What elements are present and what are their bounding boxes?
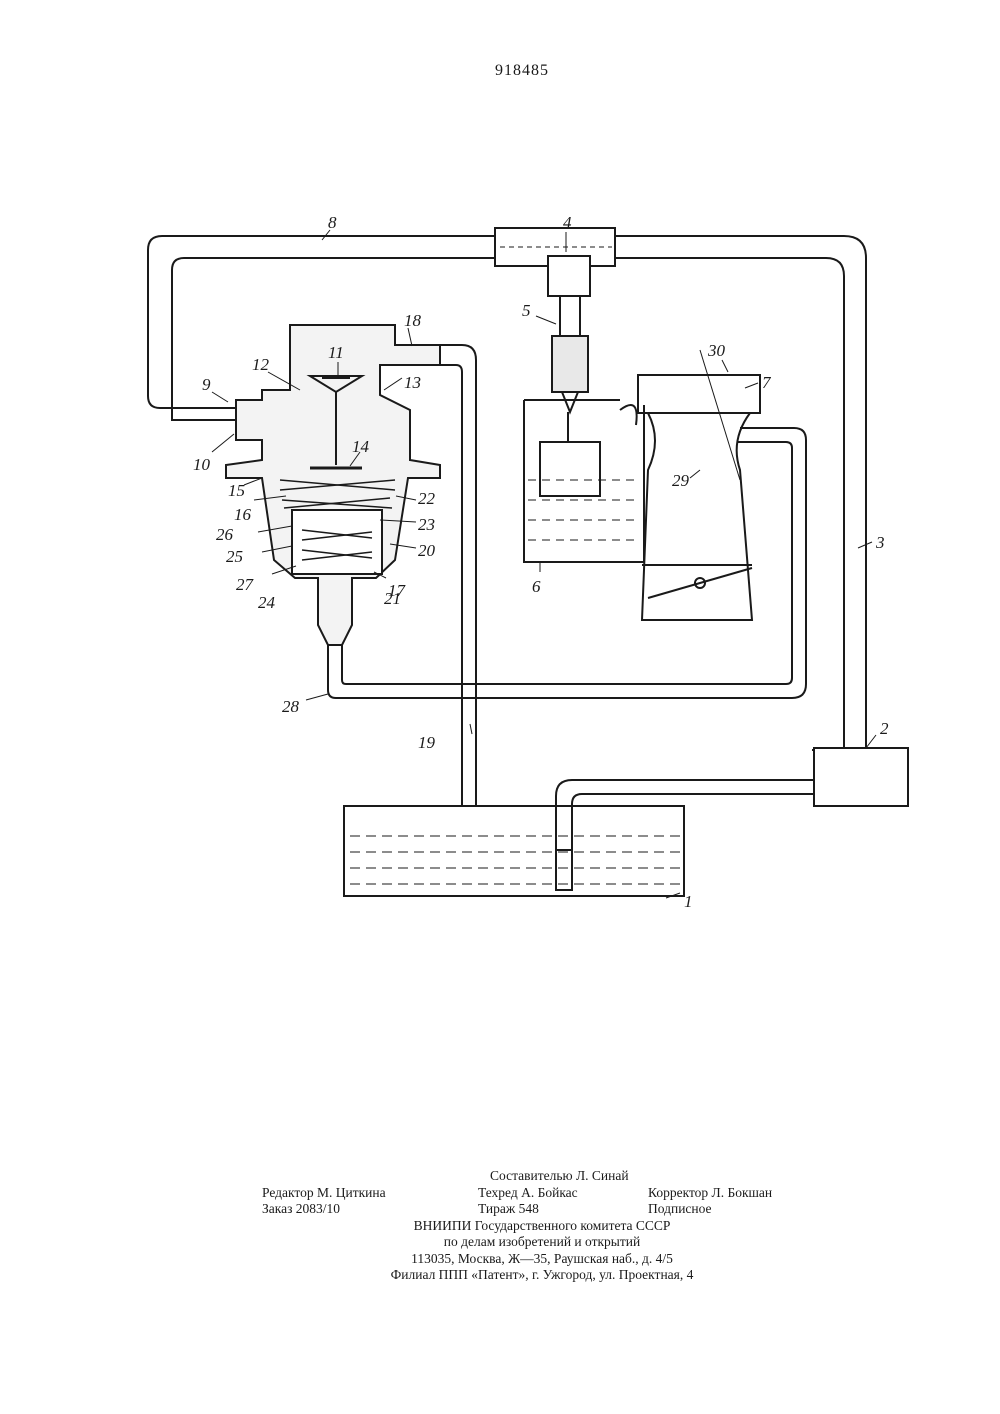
label-1: 1 [684, 892, 693, 911]
label-12: 12 [252, 355, 270, 374]
label-19: 19 [418, 733, 436, 752]
compiler: Составителью Л. Синай [490, 1168, 629, 1185]
label-2: 2 [880, 719, 889, 738]
org-line-2: по делам изобретений и открытий [262, 1234, 822, 1251]
address: 113035, Москва, Ж—35, Раушская наб., д. … [262, 1251, 822, 1268]
tee-connector-4 [495, 228, 615, 296]
order-number: Заказ 2083/10 [262, 1201, 340, 1218]
label-24: 24 [258, 593, 276, 612]
label-4: 4 [563, 213, 572, 232]
proofreader: Корректор Л. Бокшан [648, 1185, 772, 1202]
label-20: 20 [418, 541, 436, 560]
label-14: 14 [352, 437, 370, 456]
carburetor-7 [638, 350, 760, 620]
subscription: Подписное [648, 1201, 712, 1218]
label-29: 29 [672, 471, 690, 490]
circulation: Тираж 548 [478, 1201, 539, 1218]
label-30: 30 [707, 341, 726, 360]
label-21: 21 [384, 589, 401, 608]
label-13: 13 [404, 373, 421, 392]
label-18: 18 [404, 311, 422, 330]
pipe-19 [440, 345, 476, 805]
label-10: 10 [193, 455, 211, 474]
label-5: 5 [522, 301, 531, 320]
tube-5 [552, 296, 588, 412]
label-3: 3 [875, 533, 885, 552]
tech-editor: Техред А. Бойкас [478, 1185, 578, 1202]
label-9: 9 [202, 375, 211, 394]
label-6: 6 [532, 577, 541, 596]
fuel-tank-1 [344, 806, 684, 896]
label-15: 15 [228, 481, 245, 500]
label-26: 26 [216, 525, 234, 544]
label-27: 27 [236, 575, 255, 594]
label-16: 16 [234, 505, 252, 524]
pipe-8 [148, 236, 880, 750]
label-28: 28 [282, 697, 300, 716]
colophon: Составителью Л. Синай Редактор М. Циткин… [262, 1168, 822, 1284]
fuel-pump-2 [814, 748, 908, 806]
label-23: 23 [418, 515, 435, 534]
label-25: 25 [226, 547, 243, 566]
label-7: 7 [762, 373, 772, 392]
technical-drawing: 1 2 3 4 5 6 7 8 9 10 11 12 13 14 15 16 1… [0, 0, 1000, 1000]
label-22: 22 [418, 489, 436, 508]
label-8: 8 [328, 213, 337, 232]
label-11: 11 [328, 343, 344, 362]
org-line-1: ВНИИПИ Государственного комитета СССР [262, 1218, 822, 1235]
float-chamber-6 [524, 400, 644, 562]
branch: Филиал ППП «Патент», г. Ужгород, ул. Про… [262, 1267, 822, 1284]
editor: Редактор М. Циткина [262, 1185, 386, 1202]
